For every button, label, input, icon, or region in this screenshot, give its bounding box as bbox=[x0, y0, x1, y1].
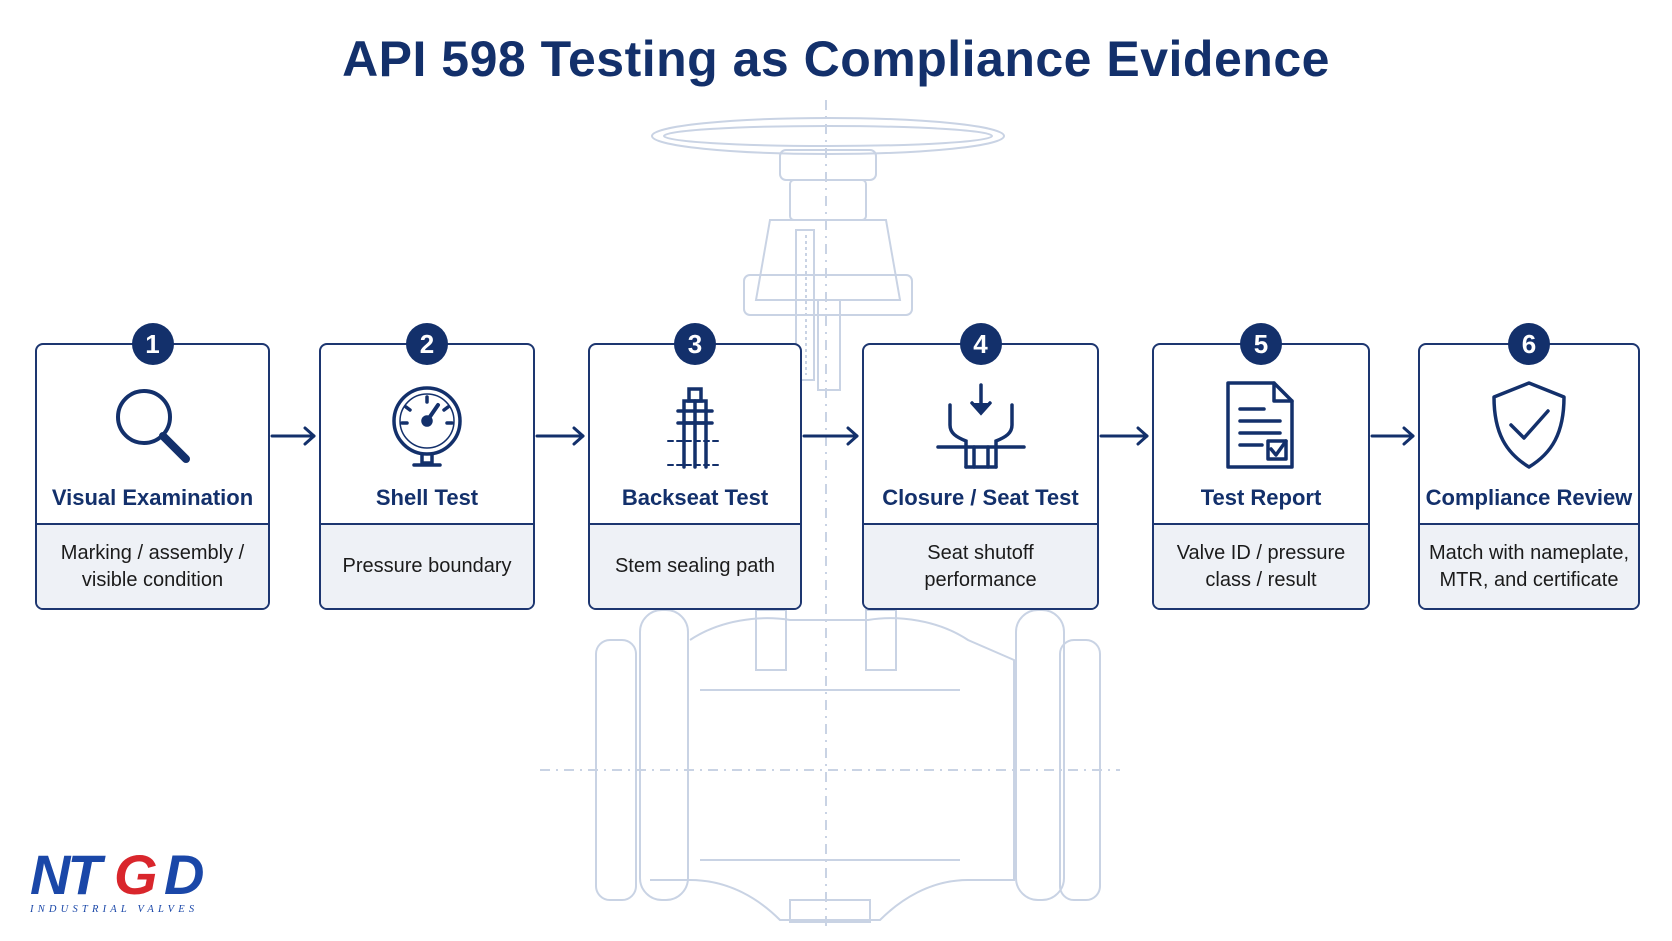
arrow-right-icon bbox=[535, 426, 585, 446]
step-title: Test Report bbox=[1200, 485, 1322, 510]
step-description: Valve ID / pressure class / result bbox=[1176, 541, 1346, 591]
step-card: Backseat Test Stem sealing path bbox=[588, 343, 802, 610]
arrow-right-icon bbox=[1099, 426, 1149, 446]
valve-stem-icon bbox=[667, 387, 723, 469]
step-compliance-review: 6 Compliance Review Match with nameplate… bbox=[1418, 323, 1640, 610]
step-card: Visual Examination Marking / assembly / … bbox=[35, 343, 270, 610]
page-title: API 598 Testing as Compliance Evidence bbox=[342, 31, 1330, 87]
step-description: Marking / assembly / visible condition bbox=[60, 541, 245, 591]
step-card: Closure / Seat Test Seat shutoff perform… bbox=[862, 343, 1099, 610]
arrow-right-icon bbox=[270, 426, 316, 446]
step-shell-test: 2 Shell Test Pressure boundary bbox=[319, 323, 535, 610]
step-backseat-test: 3 Backseat Test Stem sealing path bbox=[588, 323, 802, 610]
svg-text:D: D bbox=[164, 844, 203, 906]
step-title: Visual Examination bbox=[51, 485, 254, 510]
step-number-badge: 5 bbox=[1240, 323, 1282, 365]
step-description: Pressure boundary bbox=[342, 555, 512, 577]
step-title: Shell Test bbox=[375, 485, 479, 510]
step-card: Test Report Valve ID / pressure class / … bbox=[1152, 343, 1370, 610]
step-title: Compliance Review bbox=[1425, 485, 1633, 510]
shield-check-icon bbox=[1492, 381, 1566, 469]
arrow-right-icon bbox=[1370, 426, 1415, 446]
step-description: Match with nameplate, MTR, and certifica… bbox=[1428, 541, 1630, 591]
step-number-badge: 2 bbox=[406, 323, 448, 365]
step-title: Backseat Test bbox=[621, 485, 769, 510]
step-closure-seat-test: 4 Closure / Seat Test Seat shutoff perfo… bbox=[862, 323, 1099, 610]
valve-seat-icon bbox=[935, 383, 1026, 469]
step-number-badge: 1 bbox=[131, 323, 174, 365]
step-number-badge: 4 bbox=[959, 323, 1002, 365]
step-number-badge: 6 bbox=[1508, 323, 1550, 365]
pressure-gauge-icon bbox=[392, 386, 462, 467]
svg-text:NT: NT bbox=[30, 844, 106, 906]
svg-text:G: G bbox=[114, 844, 156, 906]
step-card: Compliance Review Match with nameplate, … bbox=[1418, 343, 1640, 610]
step-visual-examination: 1 Visual Examination Marking / assembly … bbox=[35, 323, 270, 610]
step-number-badge: 3 bbox=[674, 323, 716, 365]
step-card: Shell Test Pressure boundary bbox=[319, 343, 535, 610]
step-description: Stem sealing path bbox=[614, 555, 776, 577]
step-title: Closure / Seat Test bbox=[882, 485, 1079, 510]
ntgd-logo: NT G D INDUSTRIAL VALVES bbox=[29, 844, 206, 915]
step-description: Seat shutoff performance bbox=[924, 541, 1037, 591]
svg-text:INDUSTRIAL VALVES: INDUSTRIAL VALVES bbox=[29, 904, 198, 915]
magnifier-icon bbox=[115, 389, 190, 463]
step-test-report: 5 Test Report Valve ID / pressure class … bbox=[1152, 323, 1370, 610]
arrow-right-icon bbox=[802, 426, 859, 446]
document-check-icon bbox=[1226, 381, 1294, 469]
